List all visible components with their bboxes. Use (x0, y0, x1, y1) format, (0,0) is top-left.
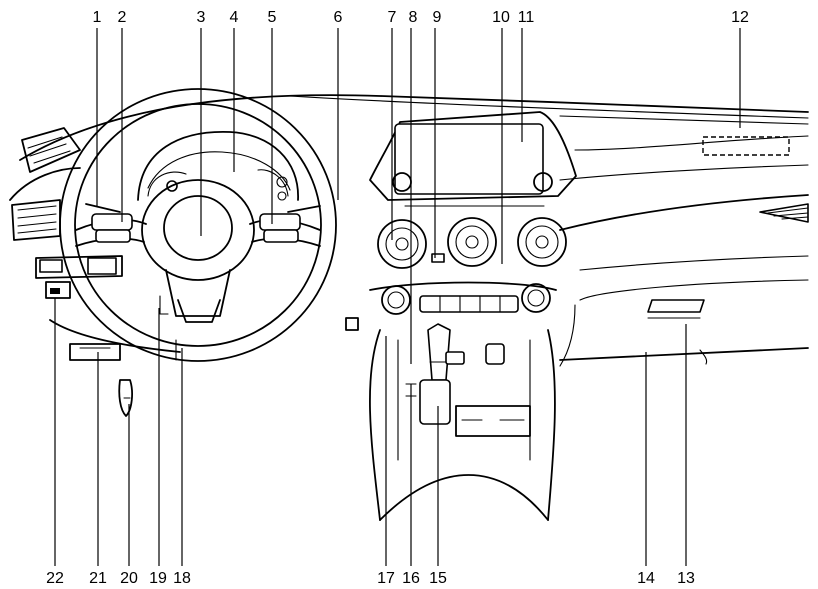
center-stack (345, 111, 577, 331)
callout-20: 20 (120, 570, 138, 587)
callout-12: 12 (731, 9, 749, 26)
callout-14: 14 (637, 570, 655, 587)
callout-15: 15 (429, 570, 447, 587)
dashboard-outline (19, 94, 809, 367)
passenger-side (647, 136, 790, 319)
callout-7: 7 (388, 9, 397, 26)
left-door-panel (9, 127, 181, 417)
callout-10: 10 (492, 9, 510, 26)
glove-box-handle (647, 299, 705, 313)
callout-18: 18 (173, 570, 191, 587)
callout-leaders (54, 28, 741, 566)
callout-1: 1 (93, 9, 102, 26)
callout-2: 2 (118, 9, 127, 26)
callout-13: 13 (677, 570, 695, 587)
callout-16: 16 (402, 570, 420, 587)
callout-8: 8 (409, 9, 418, 26)
callout-labels: 1 2 3 4 5 6 7 8 9 10 11 12 13 14 15 16 1… (46, 9, 749, 587)
callout-11: 11 (518, 9, 535, 26)
callout-19: 19 (149, 570, 167, 587)
callout-4: 4 (230, 9, 239, 26)
center-console (369, 323, 556, 521)
callout-5: 5 (268, 9, 277, 26)
steering-wheel (59, 88, 337, 362)
callout-9: 9 (433, 9, 442, 26)
callout-6: 6 (334, 9, 343, 26)
callout-17: 17 (377, 570, 395, 587)
passenger-airbag-zone (702, 136, 790, 156)
callout-3: 3 (197, 9, 206, 26)
callout-21: 21 (89, 570, 107, 587)
callout-22: 22 (46, 570, 64, 587)
